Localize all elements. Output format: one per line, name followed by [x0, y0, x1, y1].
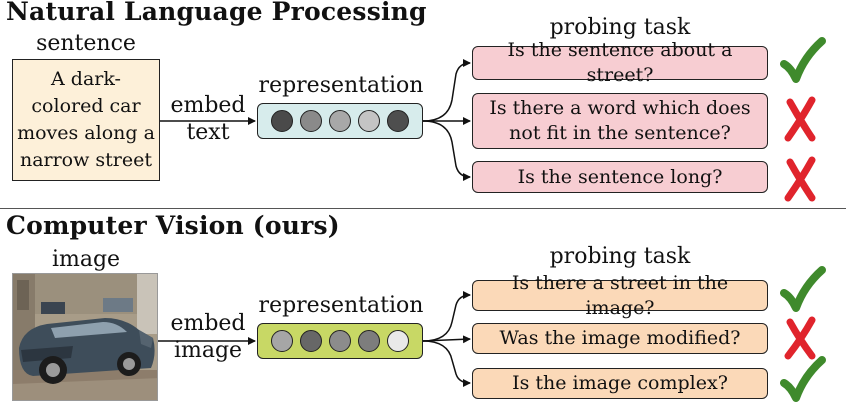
sentence-box: A dark- colored car moves along a narrow… [12, 59, 160, 181]
cv-representation-vector [257, 323, 423, 359]
probe-arrow [422, 335, 471, 344]
cv-probing-task: Is the image complex? [472, 368, 768, 399]
embed-word: embed [170, 311, 246, 336]
nlp-representation-vector [257, 103, 423, 139]
nlp-representation-label: representation [258, 73, 424, 98]
representation-dot [300, 330, 322, 352]
representation-dot [387, 330, 409, 352]
cross-icon [784, 156, 816, 202]
cross-icon [784, 96, 816, 142]
sentence-line: A dark- [51, 68, 121, 90]
nlp-probing-task: Is there a word which does not fit in th… [472, 93, 768, 149]
embed-object-word: text [186, 120, 230, 145]
probe-arrow [422, 59, 471, 122]
sentence-line: colored car [31, 95, 141, 117]
probe-arrow [422, 120, 471, 181]
sentence-line: narrow street [19, 149, 153, 171]
embed-word: embed [170, 93, 246, 118]
representation-dot [300, 110, 322, 132]
probe-arrow [422, 291, 471, 342]
nlp-section-title: Natural Language Processing [6, 0, 427, 26]
nlp-input-label: sentence [36, 31, 136, 56]
check-icon [780, 37, 826, 83]
representation-dot [329, 330, 351, 352]
representation-dot [358, 110, 380, 132]
cv-probing-task: Was the image modified? [472, 323, 768, 354]
car-photo-illustration [13, 274, 157, 400]
representation-dot [271, 110, 293, 132]
representation-dot [358, 330, 380, 352]
embed-object-word: image [173, 338, 243, 363]
cv-input-label: image [51, 247, 121, 272]
nlp-embed-label: embed text [163, 93, 253, 145]
cv-embed-label: embed image [163, 311, 253, 363]
cross-icon [784, 316, 816, 360]
check-icon [780, 356, 826, 402]
car-photo [12, 273, 158, 401]
cv-representation-label: representation [258, 293, 424, 318]
cv-probing-label: probing task [549, 244, 691, 269]
representation-dot [329, 110, 351, 132]
representation-dot [271, 330, 293, 352]
representation-dot [387, 110, 409, 132]
sentence-line: moves along a [17, 122, 155, 144]
nlp-probing-label: probing task [549, 15, 691, 40]
section-divider [0, 208, 846, 209]
cv-section-title: Computer Vision (ours) [6, 211, 340, 240]
probe-arrow [422, 340, 471, 387]
nlp-probing-task: Is the sentence long? [472, 161, 768, 193]
check-icon [780, 266, 826, 312]
